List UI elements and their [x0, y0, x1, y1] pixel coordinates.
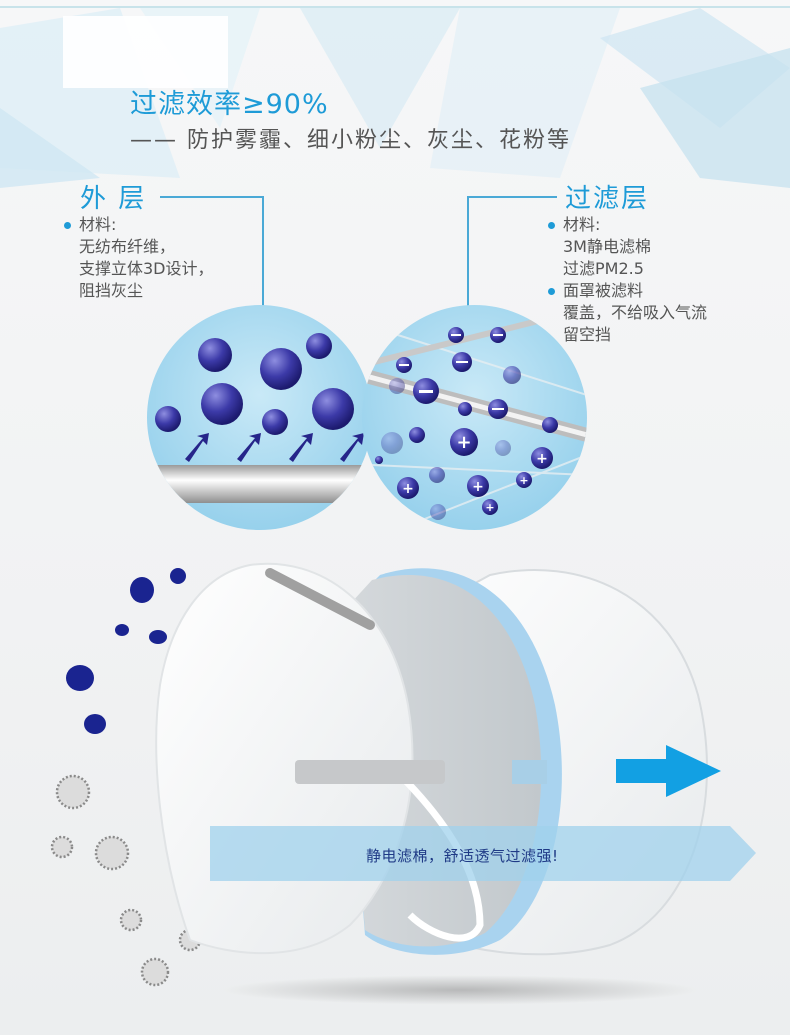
- outer-layer-description: 材料: 无纺布纤维， 支撑立体3D设计， 阻挡灰尘: [64, 214, 214, 302]
- arrow-right-icon: [616, 745, 721, 797]
- outer-connector-h: [160, 196, 263, 198]
- bullet-icon: [548, 288, 555, 295]
- pollen-virus-icon: [50, 774, 202, 987]
- tagline-band-tip: [730, 826, 756, 881]
- electrostatic-fiber-icon: + + + + + +: [362, 305, 587, 530]
- tagline-band: [210, 826, 730, 881]
- headline: 过滤效率≥90%: [130, 89, 329, 120]
- filter-layer-title: 过滤层: [565, 184, 650, 214]
- outer-connector-v: [262, 196, 264, 336]
- svg-text:+: +: [485, 501, 494, 514]
- filter-layer-description: 材料: 3M静电滤棉 过滤PM2.5 面罩被滤料 覆盖，不给吸入气流 留空挡: [548, 214, 707, 346]
- svg-text:+: +: [472, 479, 484, 495]
- tagline: 静电滤棉，舒适透气过滤强!: [366, 847, 559, 865]
- bullet-icon: [64, 222, 71, 229]
- outer-layer-title: 外 层: [80, 184, 147, 214]
- filter-connector-h: [467, 196, 557, 198]
- dust-particles-icon: [147, 305, 372, 530]
- svg-text:+: +: [519, 474, 528, 487]
- floor-shadow: [220, 975, 700, 1005]
- bullet-icon: [548, 222, 555, 229]
- subheadline: —— 防护雾霾、细小粉尘、灰尘、花粉等: [130, 128, 571, 153]
- filter-connector-v: [467, 196, 469, 336]
- svg-text:+: +: [456, 432, 471, 453]
- top-divider: [0, 6, 790, 8]
- svg-text:+: +: [536, 451, 548, 467]
- svg-text:+: +: [402, 481, 414, 497]
- dust-blob-icon: [66, 568, 186, 734]
- polygon-background: [0, 8, 790, 188]
